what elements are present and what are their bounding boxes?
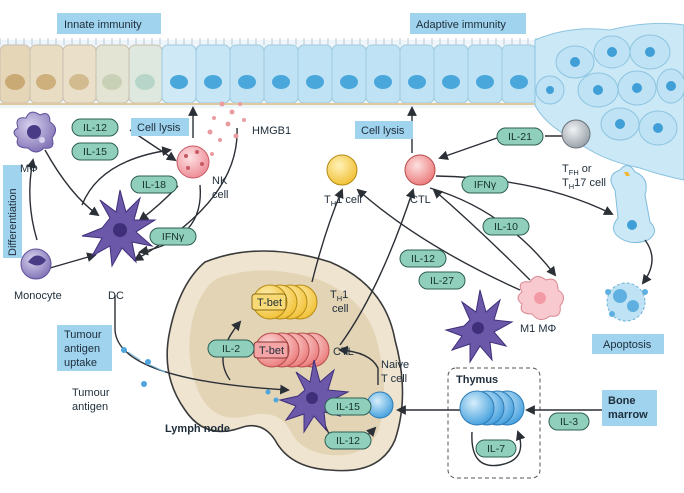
label-cell-lysis-right: Cell lysis — [355, 121, 413, 139]
cytokine-il12-top: IL-12 — [71, 118, 119, 137]
svg-text:Innate immunity: Innate immunity — [64, 19, 142, 31]
ctl-cell — [404, 154, 436, 186]
svg-text:IL-7: IL-7 — [487, 443, 505, 455]
svg-text:IL-2: IL-2 — [222, 343, 240, 355]
svg-text:IL-18: IL-18 — [142, 179, 166, 191]
label-tbet-ctl: T-bet — [259, 345, 284, 357]
svg-text:IL-15: IL-15 — [336, 401, 360, 413]
svg-text:IL-12: IL-12 — [411, 253, 435, 265]
dendritic-cell-ln-top — [444, 289, 514, 364]
cytokine-il3: IL-3 — [548, 412, 590, 431]
cytokine-il18: IL-18 — [130, 175, 178, 194]
label-hmgb1: HMGB1 — [252, 125, 291, 137]
cytokine-il15-ln: IL-15 — [324, 397, 372, 416]
label-tumour-antigen-2: antigen — [72, 401, 108, 413]
svg-text:marrow: marrow — [608, 409, 648, 421]
svg-text:Apoptosis: Apoptosis — [603, 339, 652, 351]
svg-text:IL-27: IL-27 — [430, 275, 454, 287]
tumour-mass — [534, 22, 684, 181]
label-monocyte: Monocyte — [14, 290, 62, 302]
nk-cell — [176, 145, 210, 179]
svg-text:Bone: Bone — [608, 395, 636, 407]
svg-text:IL-15: IL-15 — [83, 146, 107, 158]
label-tfh: TFH or — [562, 163, 592, 177]
label-m1-macrophage: M1 MΦ — [520, 323, 557, 335]
thymus-box — [447, 367, 541, 479]
cytokine-il7: IL-7 — [475, 439, 517, 458]
ctl-stack — [253, 332, 330, 368]
epithelium-adaptive-cells — [161, 44, 537, 104]
dendritic-cell — [81, 189, 157, 268]
svg-text:antigen: antigen — [64, 343, 100, 355]
cytokine-ifng-right: IFNγ — [461, 175, 509, 194]
lightning-icon — [622, 160, 632, 188]
cytokine-il21: IL-21 — [496, 127, 544, 146]
cytokine-il2: IL-2 — [207, 339, 255, 358]
label-adaptive-immunity: Adaptive immunity — [410, 13, 526, 34]
apoptotic-cell — [605, 282, 648, 322]
svg-text:Tumour: Tumour — [64, 329, 102, 341]
cytokine-ifng-left: IFNγ — [149, 227, 197, 246]
thymus-stack — [459, 390, 525, 426]
label-nk-line2: cell — [212, 189, 229, 201]
cytokine-il27: IL-27 — [418, 271, 466, 290]
label-th17: TH17 cell — [562, 177, 606, 191]
cytokine-il10: IL-10 — [482, 217, 530, 236]
svg-text:IL-21: IL-21 — [508, 131, 532, 143]
th1-cell — [326, 154, 358, 186]
label-nk-line1: NK — [212, 175, 228, 187]
cytokine-il12-mid: IL-12 — [399, 249, 447, 268]
epithelium-innate-cells — [0, 44, 163, 104]
label-tumour-antigen-uptake: Tumour antigen uptake — [57, 325, 112, 371]
label-macrophage: MΦ — [20, 163, 38, 175]
label-ln-th1-cell: cell — [332, 303, 349, 315]
svg-text:Differentiation: Differentiation — [7, 188, 19, 256]
tfh-th17-cell — [561, 119, 591, 149]
m1-macrophage-cell — [517, 276, 564, 320]
label-tbet-th1: T-bet — [257, 297, 282, 309]
svg-text:Cell lysis: Cell lysis — [361, 125, 405, 137]
label-cell-lysis-left: Cell lysis — [131, 118, 189, 136]
svg-text:uptake: uptake — [64, 357, 97, 369]
microvilli — [0, 38, 537, 45]
macrophage-cell — [13, 111, 56, 153]
label-bone-marrow: Bone marrow — [602, 390, 657, 426]
label-dc: DC — [108, 290, 124, 302]
svg-text:IFNγ: IFNγ — [162, 231, 185, 243]
dying-tumour-cell — [610, 160, 655, 244]
label-lymph-node: Lymph node — [165, 423, 230, 435]
label-tumour-antigen-1: Tumour — [72, 387, 110, 399]
svg-text:IL-12: IL-12 — [336, 435, 360, 447]
label-ln-th1: TH1 — [330, 289, 348, 303]
tumour-antigen-particles — [121, 347, 151, 387]
label-th1-cell: TH1 cell — [324, 194, 362, 208]
svg-text:Adaptive immunity: Adaptive immunity — [416, 19, 506, 31]
label-naive-line2: T cell — [381, 373, 407, 385]
hmgb1-particles — [207, 101, 246, 156]
label-ln-ctl: CTL — [333, 346, 354, 358]
svg-text:IL-12: IL-12 — [83, 122, 107, 134]
label-thymus: Thymus — [456, 374, 498, 386]
label-innate-immunity: Innate immunity — [57, 13, 161, 34]
label-ctl: CTL — [410, 194, 431, 206]
svg-text:Cell lysis: Cell lysis — [137, 122, 181, 134]
cytokine-il15-top: IL-15 — [71, 142, 119, 161]
label-naive-line1: Naive — [381, 359, 409, 371]
svg-text:IL-10: IL-10 — [494, 221, 518, 233]
label-apoptosis: Apoptosis — [592, 334, 664, 354]
label-differentiation: Differentiation — [3, 165, 22, 258]
cytokine-il12-ln: IL-12 — [324, 431, 372, 450]
monocyte-cell — [20, 248, 52, 280]
svg-text:IFNγ: IFNγ — [474, 179, 497, 191]
svg-text:IL-3: IL-3 — [560, 416, 578, 428]
connectors — [26, 106, 653, 467]
th1-stack — [251, 284, 318, 320]
